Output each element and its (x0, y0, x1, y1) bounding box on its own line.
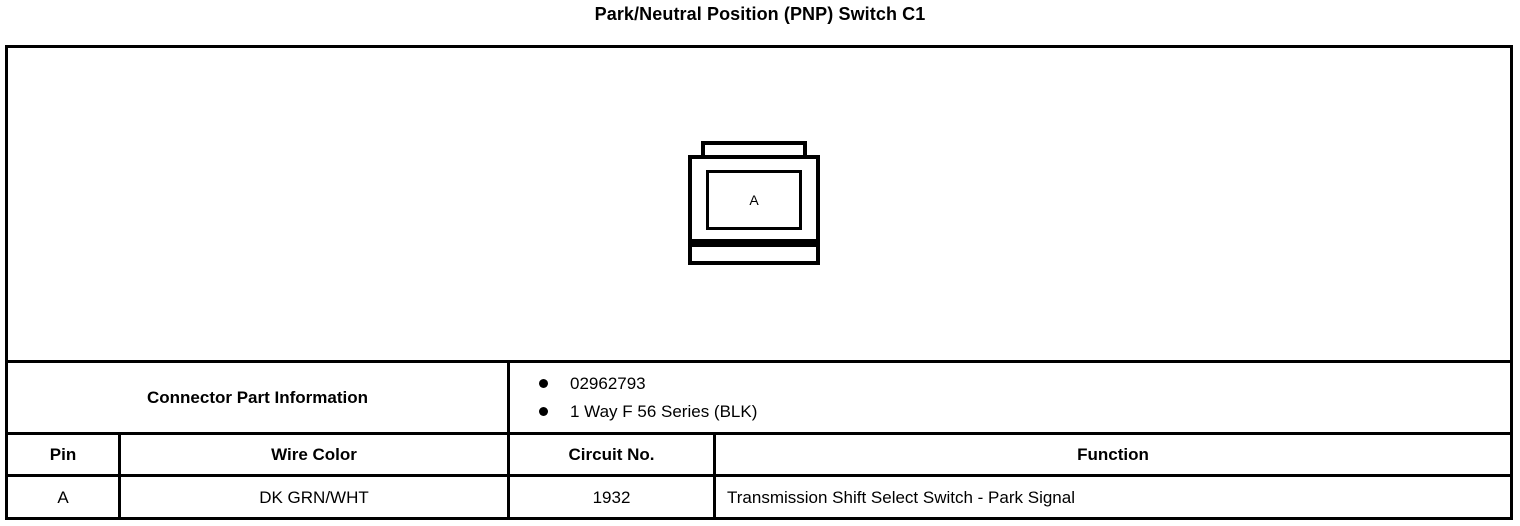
table-row: A DK GRN/WHT 1932 Transmission Shift Sel… (8, 477, 1510, 519)
connector-part-information-row: Connector Part Information 02962793 1 Wa… (8, 360, 1510, 432)
cell-pin: A (8, 477, 121, 519)
connector-illustration-area: A (8, 48, 1510, 360)
column-header-pin: Pin (8, 435, 121, 474)
cavity-label-a: A (749, 192, 759, 208)
connector-face-view-icon: A (684, 141, 824, 265)
page-title: Park/Neutral Position (PNP) Switch C1 (594, 4, 926, 24)
column-header-wire-color: Wire Color (121, 435, 510, 474)
pin-table-header-row: Pin Wire Color Circuit No. Function (8, 435, 1510, 477)
connector-diagram-frame: A Connector Part Information 02962793 1 … (5, 45, 1513, 520)
cell-function: Transmission Shift Select Switch - Park … (727, 488, 1075, 507)
bullet-icon (539, 379, 548, 388)
part-number-text: 02962793 (570, 373, 646, 393)
part-info-item: 1 Way F 56 Series (BLK) (539, 398, 1510, 426)
part-info-item: 02962793 (539, 370, 1510, 398)
connector-base-strip-icon (688, 243, 820, 265)
cell-circuit-no: 1932 (510, 477, 716, 519)
column-header-function: Function (1077, 444, 1149, 464)
part-description-text: 1 Way F 56 Series (BLK) (570, 401, 758, 421)
connector-part-information-values: 02962793 1 Way F 56 Series (BLK) (513, 363, 1510, 432)
column-header-circuit-no: Circuit No. (510, 435, 716, 474)
connector-part-information-label: Connector Part Information (8, 363, 510, 432)
pin-table: Pin Wire Color Circuit No. Function A DK… (8, 432, 1510, 519)
connector-latch-tab-icon (701, 141, 807, 159)
connector-cavity-a: A (706, 170, 802, 230)
bullet-icon (539, 407, 548, 416)
cell-wire-color: DK GRN/WHT (121, 477, 510, 519)
